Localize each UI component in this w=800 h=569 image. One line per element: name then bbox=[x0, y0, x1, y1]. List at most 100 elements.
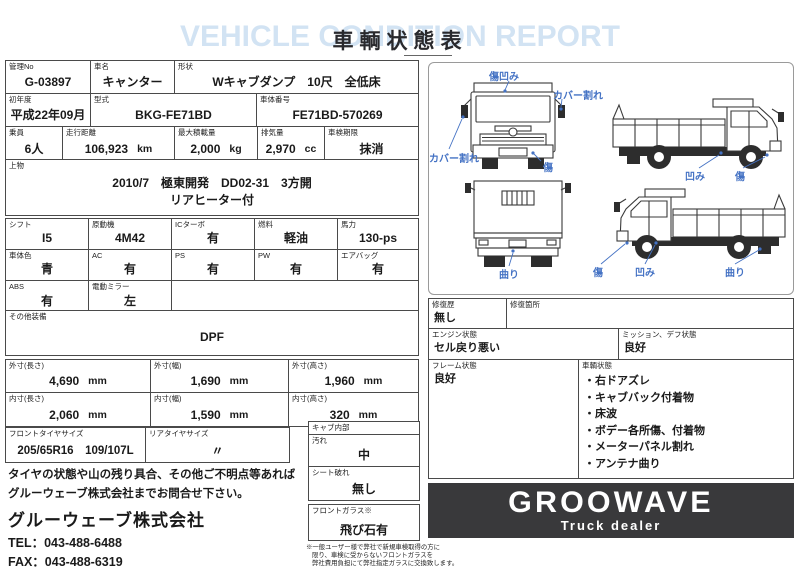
field-shaken: 車検期限抹消 bbox=[328, 128, 384, 156]
company-name: グルーウェーブ株式会社 bbox=[8, 511, 205, 530]
condition-table: 修復歴無し 修復箇所 エンジン状態セル戻り悪い ミッション、デフ状態良好 フレー… bbox=[428, 298, 794, 479]
field-body-condition: 車輌状態 ・右ドアズレ ・キャブバック付着物 ・床波 ・ボデー各所傷、付着物 ・… bbox=[579, 360, 793, 478]
cab-interior-table: キャブ内部 汚れ中 シート破れ無し bbox=[308, 421, 420, 501]
truck-diagrams bbox=[448, 80, 786, 267]
field-dirt: 汚れ中 bbox=[312, 436, 370, 462]
list-item: ・キャブバック付着物 bbox=[584, 391, 694, 404]
logo-tagline: Truck dealer bbox=[560, 517, 662, 533]
watermark-text: VEHICLE CONDITION REPORT bbox=[179, 20, 621, 53]
table-row: シート破れ無し bbox=[309, 467, 419, 500]
annotation-sideL-scratch: 傷 bbox=[593, 268, 603, 279]
report-header: VEHICLE CONDITION REPORT 車輌状態表 bbox=[0, 10, 800, 60]
field-uwamono: 上物 2010/7 極東開発 DD02-31 3方開 リアヒーター付 bbox=[5, 159, 419, 216]
field-repair-part: 修復箇所 bbox=[510, 300, 540, 309]
field-sonota: その他装備 DPF bbox=[5, 310, 419, 356]
logo-brand-text: GROOWAVE bbox=[508, 486, 714, 519]
tel-number: TEL：043-488-6488 bbox=[8, 536, 122, 550]
damage-leader-lines bbox=[448, 80, 769, 267]
annotation-sideL-bend: 曲り bbox=[725, 268, 745, 279]
dealer-logo: GROOWAVE Truck dealer bbox=[428, 483, 794, 538]
annotation-sideL-dent: 凹み bbox=[635, 268, 655, 279]
uwamono-line2: リアヒーター付 bbox=[169, 193, 254, 207]
glass-footnote: ※一般ユーザー様で弊社で新規車検取得の方に 限り、車検に受からないフロントガラス… bbox=[306, 544, 459, 567]
annotation-sideR-dent: 凹み bbox=[685, 172, 705, 183]
empty-cell bbox=[172, 281, 418, 312]
field-seat-tear: シート破れ無し bbox=[312, 468, 376, 496]
field-rear-tire: リアタイヤサイズ〃 bbox=[149, 429, 224, 458]
annotation-front-right-mirror: カバー割れ bbox=[553, 91, 603, 102]
annotation-front-roof: 傷凹み bbox=[489, 72, 519, 83]
annotation-sideR-scratch: 傷 bbox=[735, 172, 745, 183]
uwamono-line1: 2010/7 極東開発 DD02-31 3方開 bbox=[112, 176, 312, 190]
field-repair-history: 修復歴無し bbox=[429, 299, 507, 328]
field-shamei: 車名キャンター bbox=[91, 61, 175, 93]
field-ic-turbo: ICターボ有 bbox=[172, 219, 255, 249]
tire-note-line2: グルーウェーブ株式会社までお問合せ下さい。 bbox=[8, 487, 249, 500]
annotation-front-left-mirror: カバー割れ bbox=[429, 154, 479, 165]
sonota-value: DPF bbox=[200, 330, 224, 344]
table-row: キャブ内部 bbox=[309, 422, 419, 435]
list-item: ・右ドアズレ bbox=[584, 375, 650, 387]
page-title: 車輌状態表 bbox=[332, 30, 468, 53]
field-frame-condition: フレーム状態良好 bbox=[429, 360, 579, 478]
list-item: ・アンテナ曲り bbox=[584, 457, 661, 470]
body-condition-list: ・右ドアズレ ・キャブバック付着物 ・床波 ・ボデー各所傷、付着物 ・メーターパ… bbox=[582, 370, 790, 472]
field-front-glass: フロントガラス※ 飛び石有 bbox=[308, 504, 420, 541]
damage-diagram-box: 傷凹み カバー割れ カバー割れ 傷 凹み 傷 曲り 傷 凹み 曲り bbox=[428, 62, 794, 295]
contact-block: タイヤの状態や山の残り具合、その他ご不明点等あれば グルーウェーブ株式会社までお… bbox=[8, 466, 308, 569]
table-row: 汚れ中 bbox=[309, 435, 419, 467]
rear-view bbox=[465, 180, 571, 267]
list-item: ・メーターパネル割れ bbox=[584, 441, 694, 453]
table-row: 修復歴無し 修復箇所 bbox=[429, 299, 793, 329]
field-body-color: 車体色青 bbox=[6, 250, 89, 280]
table-row: エンジン状態セル戻り悪い ミッション、デフ状態良好 bbox=[429, 329, 793, 360]
front-view bbox=[461, 82, 565, 169]
field-mission-condition: ミッション、デフ状態良好 bbox=[622, 330, 697, 354]
list-item: ・床波 bbox=[584, 408, 617, 420]
field-airbag: エアバッグ有 bbox=[341, 251, 384, 276]
tire-note-line1: タイヤの状態や山の残り具合、その他ご不明点等あれば bbox=[8, 469, 296, 481]
field-electric-mirror: 電動ミラー左 bbox=[89, 281, 172, 312]
table-row: フレーム状態良好 車輌状態 ・右ドアズレ ・キャブバック付着物 ・床波 ・ボデー… bbox=[429, 360, 793, 478]
field-shonen: 初年度平成22年09月 bbox=[6, 94, 91, 126]
side-view-right bbox=[612, 98, 785, 170]
fax-number: FAX：043-488-6319 bbox=[8, 555, 123, 569]
list-item: ・ボデー各所傷、付着物 bbox=[584, 424, 705, 437]
title-underline bbox=[404, 55, 452, 56]
cab-interior-header: キャブ内部 bbox=[312, 423, 350, 432]
